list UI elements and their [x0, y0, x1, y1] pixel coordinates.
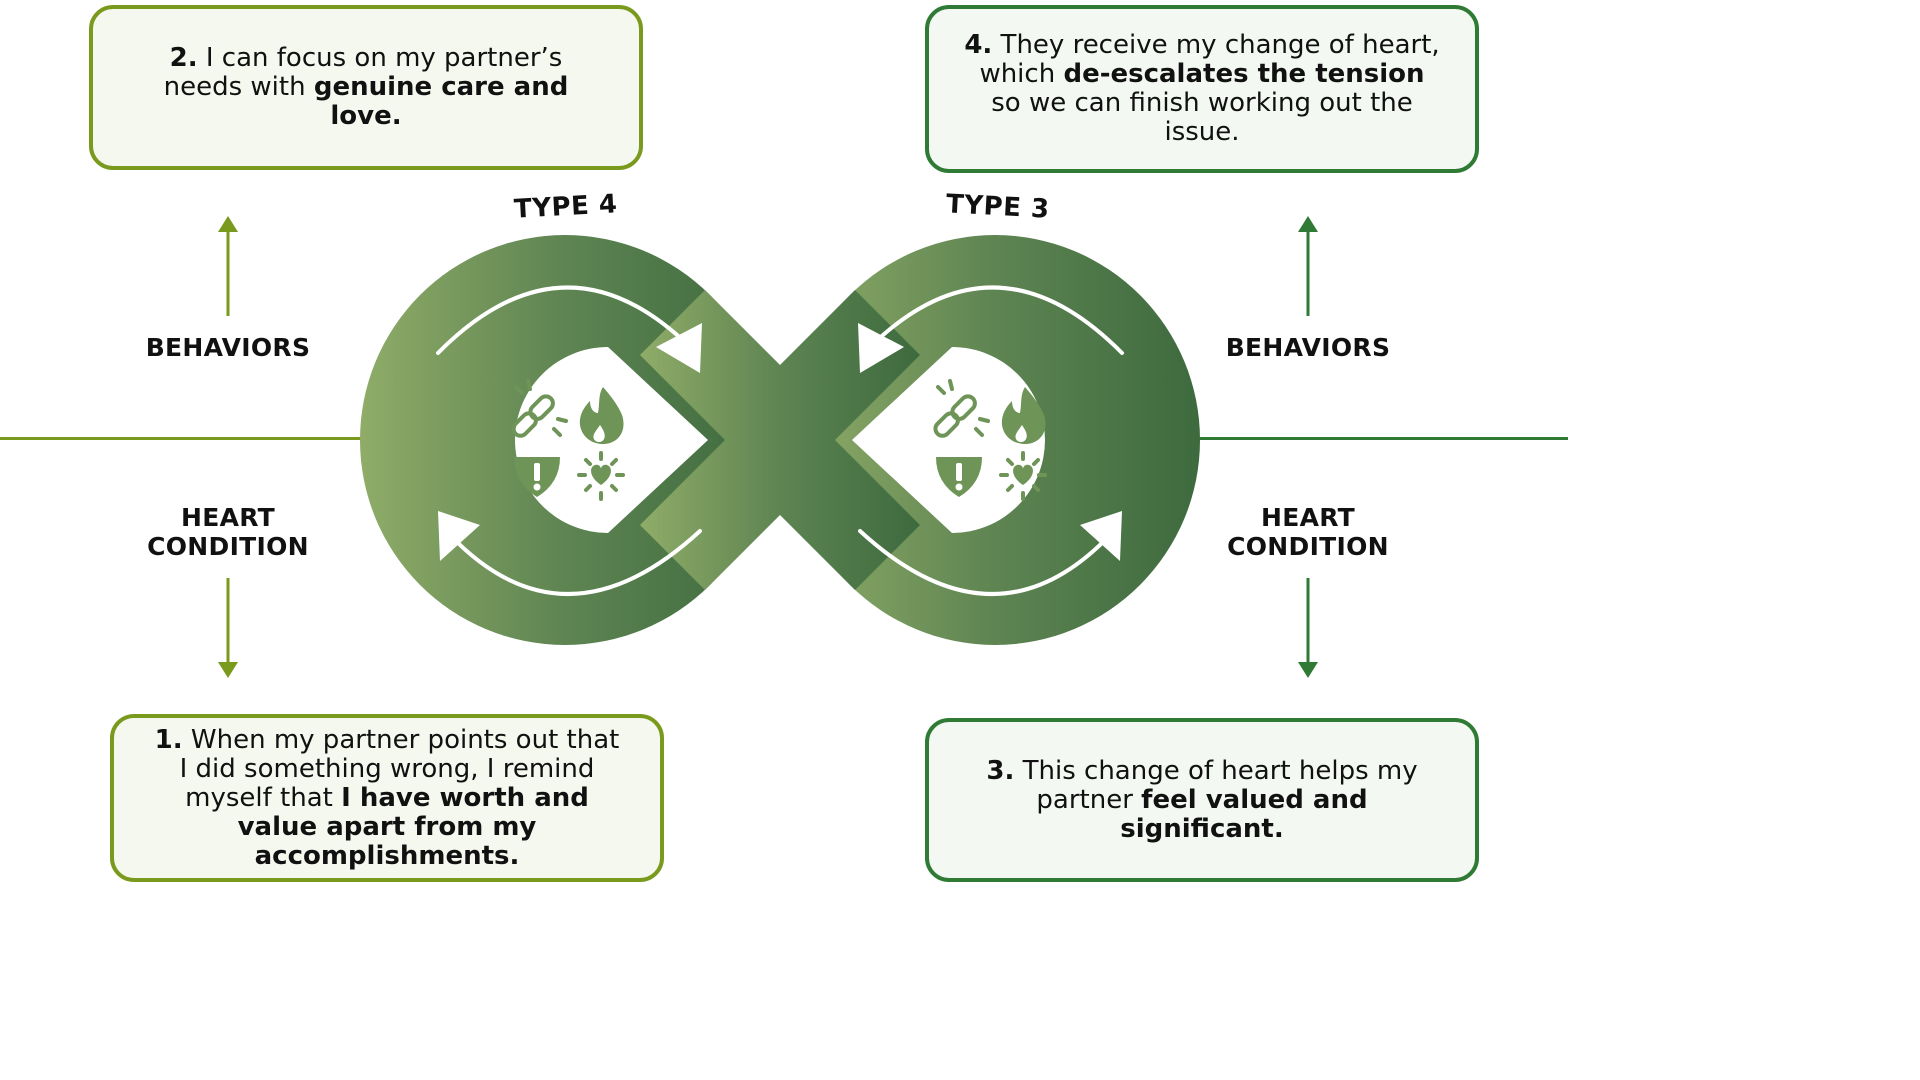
condition-line: CONDITION [1227, 532, 1389, 561]
arrow-curve-top-right [868, 285, 1124, 355]
arrow-curve-bottom-right [858, 529, 1112, 596]
step-3-number: 3. [986, 755, 1015, 786]
flame-inner [1015, 425, 1027, 442]
step-3-box: 3. This change of heart helps my partner… [925, 718, 1479, 882]
heart-line: HEART [180, 503, 276, 532]
step-4-number: 4. [964, 30, 993, 60]
condition-line: CONDITION [147, 532, 309, 561]
type-3-label: TYPE 3 [945, 189, 1051, 225]
step-3-text: 3. This change of heart helps my partner… [963, 755, 1441, 844]
type-4-label: TYPE 4 [513, 189, 619, 225]
warning-shield-icon [936, 457, 982, 497]
arrow-up-right-icon [1298, 216, 1318, 316]
behaviors-label-right: BEHAVIORS [1225, 333, 1391, 362]
step-4-pre: They receive my change of heart, which [979, 30, 1440, 89]
broken-link-icon [511, 379, 568, 438]
infinity-shape [360, 235, 1200, 645]
broken-link-icon [933, 379, 990, 438]
flame-icon [1001, 387, 1046, 445]
arrow-curve-top-left [436, 285, 692, 355]
step-1-text: 1. When my partner points out that I did… [148, 724, 626, 871]
step-4-post: so we can finish working out the issue. [991, 88, 1413, 147]
step-3-pre: This change of heart helps my partner [1014, 755, 1418, 815]
flame-inner [593, 425, 605, 442]
step-4-bold: de-escalates the tension [1063, 59, 1425, 89]
step-1-number: 1. [154, 724, 183, 755]
step-2-pre: I can focus on my partner’s needs with [163, 43, 563, 102]
heart-line: HEART [1260, 503, 1356, 532]
infinity-loop [360, 235, 1200, 645]
step-3-bold: feel valued and significant. [1120, 784, 1368, 844]
arrowhead-bottom-left-icon [438, 511, 480, 561]
heart-burst-icon [999, 451, 1047, 501]
warning-shield-icon [514, 457, 560, 497]
step-2-bold: genuine care and love. [313, 72, 569, 131]
flame-icon [579, 387, 624, 445]
horizontal-divider-right [1190, 437, 1568, 440]
step-2-box: 2. I can focus on my partner’s needs wit… [89, 5, 643, 170]
step-1-bold: I have worth and value apart from my acc… [237, 782, 589, 871]
arrow-up-left-icon [218, 216, 238, 316]
left-icons [511, 379, 625, 501]
step-2-text: 2. I can focus on my partner’s needs wit… [127, 44, 605, 131]
behaviors-label-left: BEHAVIORS [145, 333, 311, 362]
step-4-text: 4. They receive my change of heart, whic… [963, 31, 1441, 147]
step-1-box: 1. When my partner points out that I did… [110, 714, 664, 882]
arrow-down-right-icon [1298, 578, 1318, 678]
right-icons [933, 379, 1047, 501]
step-2-number: 2. [169, 43, 198, 73]
step-1-pre: When my partner points out that I did so… [179, 724, 620, 813]
right-inner-lens [852, 347, 1045, 533]
arrow-down-left-icon [218, 578, 238, 678]
arrowhead-top-right-icon [858, 323, 904, 373]
horizontal-divider-left [0, 437, 372, 440]
step-4-box: 4. They receive my change of heart, whic… [925, 5, 1479, 173]
arrow-curve-bottom-left [448, 529, 702, 596]
arrowhead-bottom-right-icon [1080, 511, 1122, 561]
arrowhead-top-left-icon [656, 323, 702, 373]
heart-burst-icon [577, 451, 625, 501]
